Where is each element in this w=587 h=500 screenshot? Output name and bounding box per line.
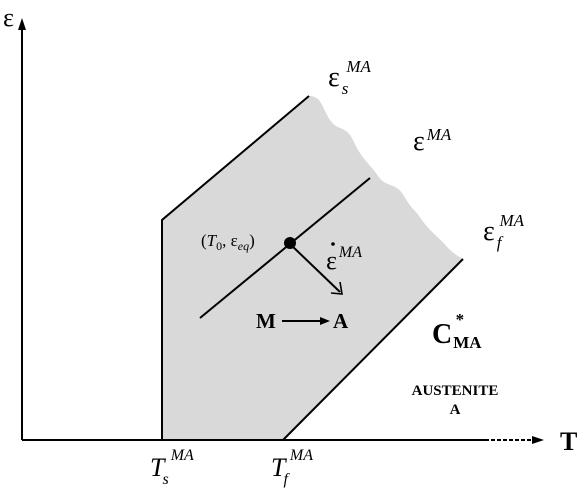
state-point-label: (T0, εeq)	[201, 231, 255, 253]
transform-from: M	[256, 309, 276, 333]
austenite-symbol: A	[450, 402, 461, 418]
y-axis-label: ε	[3, 3, 14, 32]
x-axis-arrowhead	[532, 436, 544, 444]
rate-arrow	[289, 243, 341, 293]
stress-rate-label: CMA*	[432, 310, 482, 352]
tf-ma-label: TfMA	[271, 447, 313, 488]
axes-lines	[21, 24, 485, 441]
transformation-region	[162, 96, 463, 440]
region-edges	[161, 95, 464, 441]
ts-ma-label: TsMA	[150, 447, 194, 488]
equilibrium-line	[199, 177, 371, 319]
y-axis-arrowhead	[18, 18, 26, 30]
rate-dot	[331, 242, 335, 246]
transform-arrowhead	[320, 317, 330, 325]
transform-to: A	[333, 309, 349, 333]
state-point	[284, 237, 296, 249]
rate-arrowhead	[330, 281, 343, 295]
austenite-label: AUSTENITE	[412, 383, 499, 399]
x-axis-label: T	[560, 427, 577, 456]
